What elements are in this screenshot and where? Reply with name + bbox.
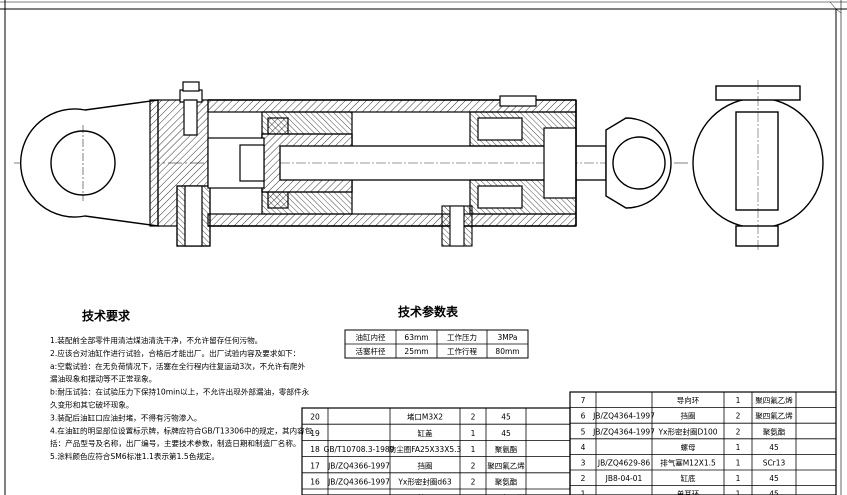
bom-cell: Yx形密封圈D100 [657, 426, 717, 436]
bom-left: 20 堵口M3X2 2 45 19 缸盖 1 45 18 GB/T10708.3-1989防尘圈F… [301, 407, 571, 495]
barrel [207, 99, 577, 227]
bom-cell: JB/ZQ4364-1997 [592, 427, 655, 436]
bom-cell: 45 [501, 413, 511, 422]
tech-requirement-line: 2.应该合对油缸作进行试验，合格后才能出厂。出厂试验内容及要求如下： [50, 348, 300, 358]
oil-port [441, 205, 473, 247]
bom-cell: 18 [310, 445, 320, 454]
bom-cell: 2 [471, 413, 476, 422]
bom-cell: 45 [769, 443, 779, 452]
param-cell: 63mm [404, 333, 428, 342]
bom-cell: JB/ZQ4366-1997 [327, 494, 390, 495]
bom-cell: 2 [736, 427, 741, 436]
bom-cell: 3 [581, 459, 586, 468]
bom-cell: 19 [310, 429, 320, 438]
bom-cell: 1 [471, 429, 476, 438]
bom-cell: 1 [736, 474, 741, 483]
param-cell: 工作压力 [447, 332, 477, 342]
bom-cell: JB/ZQ4366-1997 [327, 478, 390, 487]
tech-requirement-line: 久变形和其它破坏现象。 [50, 400, 134, 410]
bom-cell: 45 [769, 474, 779, 483]
bom-cell: 4 [581, 443, 586, 452]
tech-requirements-title: 技术要求 [82, 308, 131, 323]
bom-cell: Yx形密封圈d63 [397, 477, 452, 487]
bom-cell: 缸盖 [418, 428, 433, 438]
param-cell: 工作行程 [447, 346, 477, 356]
end-view [692, 80, 824, 250]
tech-requirement-line: 漏油现象和摆动等不正常现象。 [50, 374, 156, 384]
bom-cell: 2 [736, 412, 741, 421]
bom-cell: 聚氨酯 [495, 477, 518, 487]
bom-cell: 2 [471, 494, 476, 495]
bom-cell: 聚四氟乙烯 [755, 411, 793, 421]
param-cell: 25mm [404, 347, 428, 356]
bom-cell: 缸底 [681, 473, 696, 483]
param-cell: 油缸内径 [356, 332, 386, 342]
bom-cell: JB/ZQ4629-86 [597, 459, 650, 468]
bom-cell: 1 [736, 443, 741, 452]
bom-cell: 16 [310, 478, 320, 487]
bom-cell: 聚氨酯 [763, 426, 786, 436]
tech-requirement-line: b:耐压试验：在试验压力下保持10min以上，不允许出现外部漏油，零部件永 [50, 387, 310, 397]
bom-cell: 堵口M3X2 [407, 412, 443, 422]
param-cell: 活塞杆径 [356, 346, 386, 356]
bom-cell: 防尘圈FA25X33X5.3 [389, 444, 462, 454]
left-ear [19, 99, 159, 227]
param-cell: 80mm [495, 347, 519, 356]
bom-cell: 2 [581, 474, 586, 483]
tech-requirement-line: 5.涂料颜色应符合SM6标准1.1表示第1.5色规定。 [50, 451, 219, 461]
bom-cell: 聚氨酯 [495, 444, 518, 454]
bom-cell: 导向环 [677, 395, 700, 405]
bom-cell: 1 [581, 490, 586, 495]
bom-cell: 聚四氟乙烯 [487, 493, 525, 495]
tech-requirement-line: 4.在油缸的明显部位设置标示牌，标牌应符合GB/T13306中的规定，其内容包 [50, 425, 313, 435]
bom-cell: 1 [736, 459, 741, 468]
tech-requirements: 技术要求 1.装配前全部零件用清洁煤油清洗干净，不允许留存任何污物。 2.应该合对… [50, 308, 313, 461]
bom-cell: 7 [581, 396, 586, 405]
tech-requirement-line: a:空载试验：在无负荷情况下，活塞在全行程内往复运动3次，不允许有爬外 [50, 361, 305, 371]
bom-cell: 15 [310, 494, 320, 495]
cylinder-head [469, 95, 577, 226]
bom-cell: 20 [310, 413, 320, 422]
bom-cell: 45 [501, 429, 511, 438]
bom-cell: JB/ZQ4366-1997 [327, 461, 390, 470]
bom-cell: 6 [581, 412, 586, 421]
bom-cell: GB/T10708.3-1989 [324, 445, 395, 454]
tech-requirement-line: 3.装配后油缸口应油封堵，不得有污物渗入。 [50, 412, 202, 422]
rod-end-ear [605, 117, 672, 209]
tech-params-title: 技术参数表 [398, 304, 459, 319]
bom-cell: JB/ZQ4364-1997 [592, 412, 655, 421]
tech-params: 技术参数表 油缸内径 63mm 工作压力 3MPa 活塞杆径 25mm 工作行程 80mm [344, 304, 529, 359]
bom-cell: 聚四氟乙烯 [755, 395, 793, 405]
bom-cell: 2 [471, 478, 476, 487]
bom-cell: 1 [736, 396, 741, 405]
tech-requirement-line: 1.装配前全部零件用清洁煤油清洗干净，不允许留存任何污物。 [50, 335, 262, 345]
bom-cell: 单耳环 [677, 489, 700, 495]
bom-cell: 17 [310, 461, 320, 470]
cylinder-side-view [14, 80, 824, 250]
bom-cell: 2 [471, 461, 476, 470]
bom-cell: 挡圈 [418, 460, 433, 470]
bom-cell: 螺母 [681, 442, 696, 452]
bom-cell: 聚四氟乙烯 [487, 460, 525, 470]
param-cell: 3MPa [497, 333, 517, 342]
cylinder-bottom [149, 81, 211, 247]
bom-cell: 5 [581, 427, 586, 436]
bom-cell: SCr13 [763, 459, 786, 468]
bom-cell: 排气塞M12X1.5 [660, 458, 716, 468]
bom-cell: 挡圈 [418, 493, 433, 495]
bom-cell: 45 [769, 490, 779, 495]
bom-cell: 1 [471, 445, 476, 454]
bom-cell: 1 [736, 490, 741, 495]
bom-cell: 挡圈 [681, 411, 696, 421]
tech-requirement-line: 括：产品型号及名称，出厂编号，主要技术参数，制造日期和制造厂名称。 [50, 438, 301, 448]
bom-cell: JB8-04-01 [605, 474, 643, 483]
